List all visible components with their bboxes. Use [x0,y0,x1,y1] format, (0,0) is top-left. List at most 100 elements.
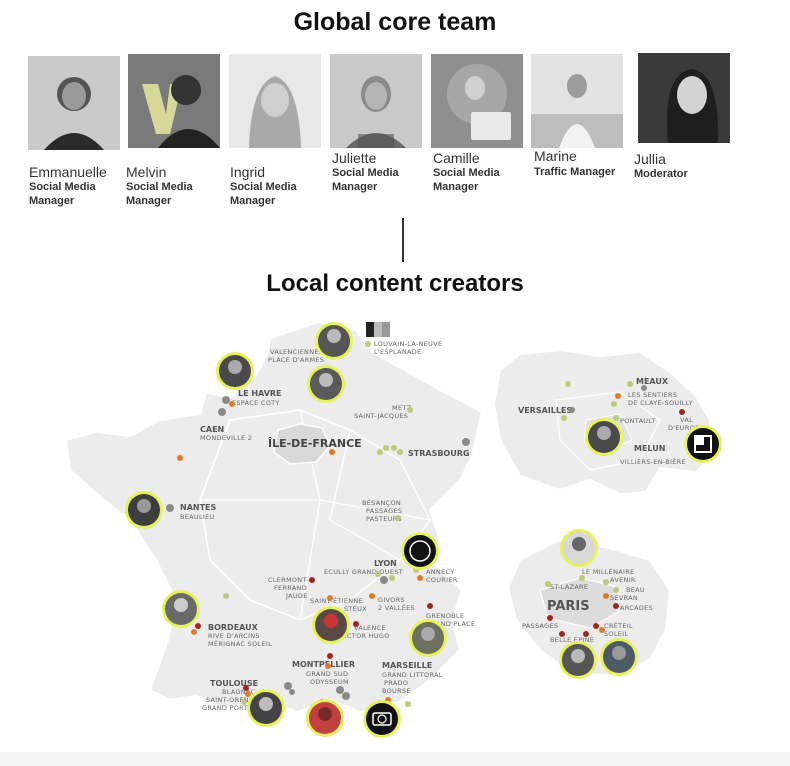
svg-text:PASSAGES: PASSAGES [366,507,402,515]
member-role: Social Media Manager [230,181,297,207]
ile-de-france-shape [273,423,331,465]
svg-text:JAUDE: JAUDE [285,592,308,600]
svg-text:BELLE ÉPINE: BELLE ÉPINE [550,635,594,644]
svg-text:MONTPELLIER: MONTPELLIER [292,660,355,669]
svg-text:ANNECY: ANNECY [426,568,454,576]
svg-text:LYON: LYON [374,559,397,568]
svg-text:ODYSSEUM: ODYSSEUM [310,678,349,686]
svg-text:GRAND PORTET: GRAND PORTET [202,704,256,712]
member-role: Social Media Manager [126,181,193,207]
svg-text:BESANÇON: BESANÇON [362,499,401,507]
member-name: Camille [433,150,480,166]
svg-text:CAEN: CAEN [200,425,224,434]
creator-avatar [363,700,401,738]
svg-text:VERSAILLES: VERSAILLES [518,406,572,415]
svg-text:LE MILLÉNAIRE: LE MILLÉNAIRE [582,567,634,576]
svg-text:MEAUX: MEAUX [636,377,669,386]
team-photo-juliette [330,54,422,148]
svg-text:STRASBOURG: STRASBOURG [408,449,469,458]
creator-avatar [401,532,439,570]
svg-text:SEVRAN: SEVRAN [610,594,638,602]
member-role: Traffic Manager [534,166,616,178]
svg-text:BOURSE: BOURSE [382,687,411,695]
svg-text:MARSEILLE: MARSEILLE [382,661,432,670]
member-role: Social Media Manager [433,167,500,193]
member-name: Marine [534,148,577,164]
creator-avatar [216,352,254,390]
connector-line [402,218,404,262]
belgium-flag-icon [366,322,374,337]
svg-text:SOLEIL: SOLEIL [604,630,628,638]
svg-text:D'EUROPE: D'EUROPE [668,424,704,432]
svg-text:LES SENTIERS: LES SENTIERS [628,391,677,399]
svg-text:GIVORS: GIVORS [378,596,405,604]
region-label: ÎLE-DE-FRANCE [268,437,362,450]
svg-text:CLERMONT-: CLERMONT- [268,576,309,584]
svg-text:RIVE D'ARCINS: RIVE D'ARCINS [208,632,260,640]
svg-text:AVENIR: AVENIR [610,576,636,584]
member-name: Melvin [126,164,167,180]
city-labels: VALENCIENNES PLACE D'ARMES LOUVAIN-LA-NE… [180,340,475,712]
team-photo-camille [431,54,523,148]
svg-text:SAINT-ORENS: SAINT-ORENS [206,696,253,704]
creator-avatar [307,365,345,403]
svg-text:ESPACE COTY: ESPACE COTY [232,399,280,407]
svg-text:LOUVAIN-LA-NEUVE: LOUVAIN-LA-NEUVE [374,340,442,348]
svg-text:NANTES: NANTES [180,503,217,512]
creator-avatar [600,638,638,676]
svg-text:VALENCE: VALENCE [354,624,386,632]
svg-text:COURIER: COURIER [426,576,458,584]
svg-text:CRÉTEIL: CRÉTEIL [604,621,633,630]
svg-text:PASTEURS: PASTEURS [366,515,402,523]
creator-avatar [125,491,163,529]
svg-text:METZ: METZ [392,404,412,412]
svg-text:GRENOBLE: GRENOBLE [426,612,464,620]
svg-text:BEAU: BEAU [626,586,645,594]
svg-text:PASSAGES: PASSAGES [522,622,558,630]
svg-text:ECULLY GRAND OUEST: ECULLY GRAND OUEST [324,568,403,576]
svg-text:VICTOR HUGO: VICTOR HUGO [340,632,390,640]
paris-labels: LE MILLÉNAIRE AVENIR BEAU SEVRAN ARCADES… [522,567,653,644]
creator-avatar [585,418,623,456]
svg-text:ST-LAZARE: ST-LAZARE [550,583,588,591]
creator-avatar [559,641,597,679]
svg-text:MELUN: MELUN [634,444,665,453]
member-name: Ingrid [230,164,266,180]
svg-text:MÉRIGNAC SOLEIL: MÉRIGNAC SOLEIL [208,639,272,648]
paris-label: PARIS [547,599,590,614]
svg-text:2 VALLÉES: 2 VALLÉES [378,603,415,612]
creator-avatar [162,590,200,628]
bottom-band [0,752,790,766]
svg-text:PONTAULT: PONTAULT [620,417,656,425]
local-creators-title: Local content creators [266,270,524,297]
svg-text:ARCADES: ARCADES [620,604,653,612]
creator-avatar [315,322,353,360]
svg-text:STEUX: STEUX [344,605,367,613]
svg-text:DE CLAYE-SOUILLY: DE CLAYE-SOUILLY [628,399,693,407]
creator-avatar [247,689,285,727]
team-photo-melvin [128,54,220,148]
team-photo-ingrid [229,54,321,148]
creator-avatar [306,699,344,737]
svg-text:SAINT-ÉTIENNE: SAINT-ÉTIENNE [310,596,363,605]
member-role: Social Media Manager [332,167,399,193]
svg-text:BORDEAUX: BORDEAUX [208,623,259,632]
svg-text:LE HAVRE: LE HAVRE [238,389,282,398]
svg-text:VILLIERS-EN-BIÈRE: VILLIERS-EN-BIÈRE [620,457,686,466]
idf-labels: MEAUX LES SENTIERS DE CLAYE-SOUILLY VERS… [518,377,704,466]
team-photo-jullia [638,53,730,143]
svg-text:SAINT-JACQUES: SAINT-JACQUES [354,412,408,420]
team-photo-emmanuelle [28,56,120,150]
creator-avatar [684,425,722,463]
team-photo-marine [531,54,623,148]
member-role: Moderator [634,168,688,180]
svg-text:VALENCIENNES: VALENCIENNES [270,348,323,356]
svg-text:GRAND LITTORAL: GRAND LITTORAL [382,671,443,679]
svg-text:TOULOUSE: TOULOUSE [210,679,258,688]
member-name: Juliette [332,150,377,166]
svg-text:BLAGNAC: BLAGNAC [222,688,256,696]
member-name: Emmanuelle [29,164,107,180]
svg-text:PRADO: PRADO [384,679,408,687]
svg-text:GRAND'PLACE: GRAND'PLACE [426,620,475,628]
